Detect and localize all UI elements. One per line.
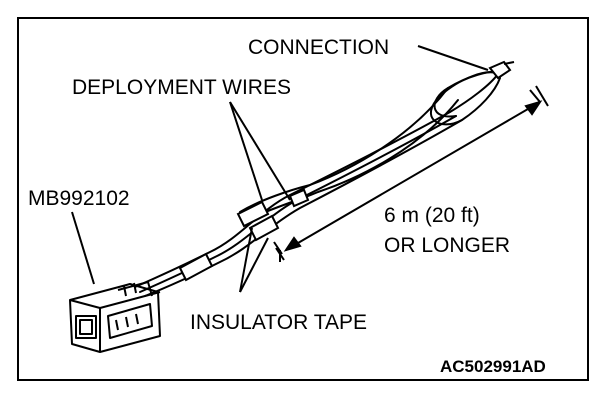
connector-mb992102 bbox=[69, 281, 161, 353]
label-length-line2: OR LONGER bbox=[384, 234, 511, 257]
leader-deployment-wires-b bbox=[229, 101, 291, 201]
leader-lines bbox=[71, 45, 489, 293]
label-tool-number: MB992102 bbox=[28, 187, 130, 210]
leader-connection bbox=[417, 45, 489, 71]
length-dimension bbox=[273, 85, 549, 262]
leader-insulator-tape-b bbox=[239, 237, 269, 293]
label-insulator-tape: INSULATOR TAPE bbox=[190, 311, 367, 334]
connection-end bbox=[488, 60, 515, 80]
leader-insulator-tape-a bbox=[239, 227, 253, 293]
label-deployment-wires: DEPLOYMENT WIRES bbox=[72, 76, 291, 99]
insulator-tape-segments bbox=[178, 188, 310, 282]
leader-mb992102 bbox=[71, 211, 95, 285]
label-length-line1: 6 m (20 ft) bbox=[384, 204, 480, 227]
label-connection: CONNECTION bbox=[248, 36, 390, 59]
figure-frame bbox=[17, 17, 589, 381]
label-figure-code: AC502991AD bbox=[440, 357, 546, 376]
leader-deployment-wires-a bbox=[229, 101, 263, 201]
